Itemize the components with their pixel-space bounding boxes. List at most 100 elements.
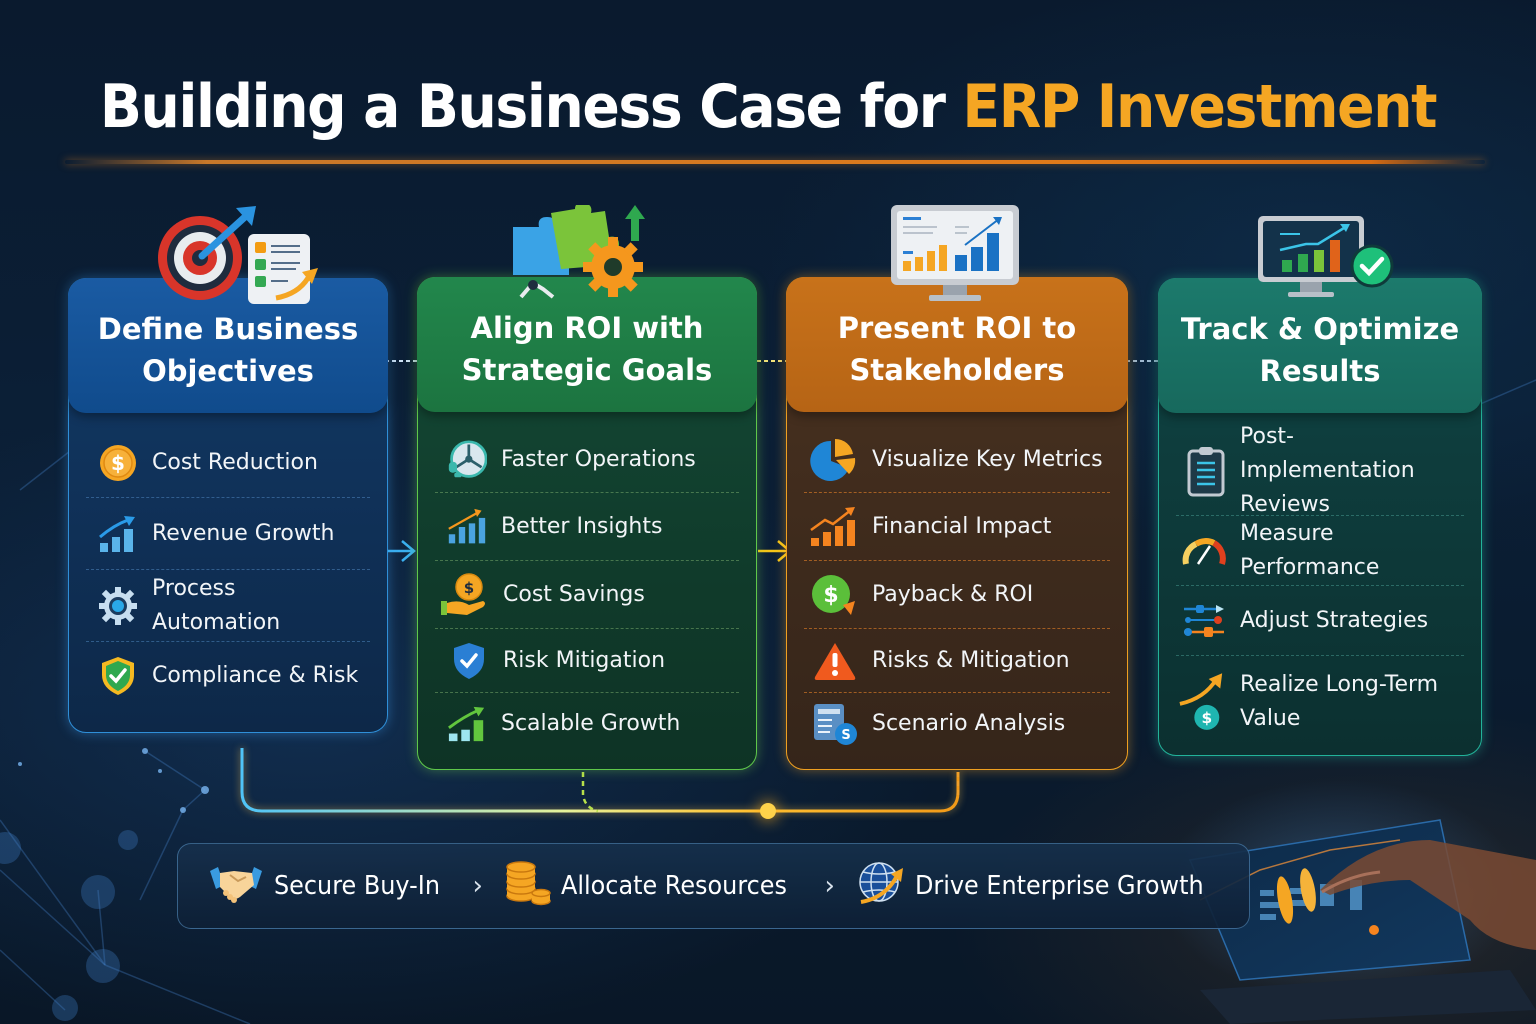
gauge-icon [1182,531,1226,571]
handshake-icon [208,863,264,910]
clipboard-icon [1186,446,1226,496]
outcome-secure-buy-in: Secure Buy-In [208,863,454,910]
svg-text:$: $ [111,451,125,475]
list-item-cost-savings: $ Cost Savings [435,561,739,629]
list-item-compliance-risk: Compliance & Risk [86,642,370,710]
item-label: Compliance & Risk [152,663,359,688]
step-card-present-roi: Present ROI to Stakeholders Visualize Key… [786,205,1128,770]
speed-dial-icon [447,439,487,480]
card-title-line1: Define Business [97,311,359,346]
coin-stack-icon [505,860,551,913]
item-list: $ Cost Reduction Revenue Growth Process … [86,428,370,710]
item-label: Risks & Mitigation [872,647,1070,673]
document-chat-icon: S [812,704,858,745]
card-title-line2: Stakeholders [849,352,1065,387]
title-accent: ERP Investment [962,72,1437,142]
arrow-dollar-icon: $ [1178,672,1226,732]
globe-arrow-icon [857,860,905,913]
chevron-right-icon: › [824,871,835,901]
list-item-revenue-growth: Revenue Growth [86,498,370,570]
card-title-line2: Results [1259,353,1381,388]
monitor-check-icon [1258,216,1394,297]
list-item-process-automation: Process Automation [86,570,370,642]
target-checklist-icon [158,206,318,304]
outcome-label: Allocate Resources [560,871,787,901]
page-title: Building a Business Case for ERP Investm… [61,72,1474,142]
item-label: Scalable Growth [501,711,681,736]
svg-text:S: S [841,728,850,743]
list-item-cost-reduction: $ Cost Reduction [86,428,370,498]
title-divider [65,160,1485,164]
list-item-scenario-analysis: S Scenario Analysis [804,693,1110,755]
item-label: Cost Savings [503,581,645,607]
outcome-drive-enterprise-growth: Drive Enterprise Growth [857,860,1229,913]
outcome-bar: Secure Buy-In › Allocate Resources › Dri… [177,843,1250,929]
item-label-line1: Post-Implementation [1240,423,1415,483]
item-label: Adjust Strategies [1240,607,1429,633]
item-label-line2: Value [1240,706,1301,731]
list-item-faster-operations: Faster Operations [435,427,739,493]
warning-icon [812,641,858,681]
list-item-visualize-key-metrics: Visualize Key Metrics [804,427,1110,493]
item-label: Revenue Growth [152,520,335,546]
list-item-scalable-growth: Scalable Growth [435,693,739,755]
list-item-measure-performance: Measure Performance [1176,516,1464,586]
hand-coin-icon: $ [439,572,489,615]
card-title-line2: Strategic Goals [461,352,713,387]
svg-text:$: $ [823,583,838,608]
item-label: Visualize Key Metrics [872,446,1103,472]
item-label: Better Insights [501,513,663,539]
shield-check-icon [449,641,489,681]
svg-text:$: $ [1201,709,1212,727]
card-title-line1: Present ROI to [837,310,1077,345]
bar-chart-icon [447,507,487,547]
growth-chart-icon [98,514,138,554]
list-item-better-insights: Better Insights [435,493,739,561]
outcome-label: Secure Buy-In [274,871,441,901]
item-label: Cost Reduction [152,449,318,475]
card-title-line1: Align ROI with [470,310,704,345]
dollar-coin-icon: $ [98,443,138,483]
pie-chart-icon [808,438,858,481]
item-label: Process Automation [152,575,281,635]
item-label-line1: Realize Long-Term [1240,672,1439,697]
title-main: Building a Business Case for [99,72,963,142]
list-item-risk-mitigation: Risk Mitigation [435,629,739,693]
item-label: Scenario Analysis [872,711,1066,736]
shield-check-icon [98,656,138,696]
svg-text:$: $ [464,579,474,597]
sliders-icon [1182,601,1226,641]
item-label: Faster Operations [501,446,696,472]
list-item-risks-mitigation: Risks & Mitigation [804,629,1110,693]
growth-chart-icon [447,704,487,744]
list-item-financial-impact: Financial Impact [804,493,1110,561]
card-title-line1: Track & Optimize [1180,311,1460,346]
dollar-bubble-icon: $ [808,574,858,615]
monitor-chart-icon [891,205,1019,301]
item-label: Payback & ROI [872,581,1034,607]
item-list: Faster Operations Better Insights $ Cost… [435,427,739,755]
outcome-allocate-resources: Allocate Resources [505,860,807,913]
item-label: Financial Impact [872,513,1052,539]
item-list: Visualize Key Metrics Financial Impact $… [804,427,1110,755]
list-item-payback-roi: $ Payback & ROI [804,561,1110,629]
item-label-line2: Reviews [1240,491,1330,517]
list-item-adjust-strategies: Adjust Strategies [1176,586,1464,656]
outcome-label: Drive Enterprise Growth [914,871,1204,901]
item-label: Risk Mitigation [503,647,666,673]
puzzle-gear-icon [513,205,645,299]
chevron-right-icon: › [472,871,483,901]
bar-chart-icon [808,506,858,547]
card-title-line2: Objectives [142,353,314,388]
